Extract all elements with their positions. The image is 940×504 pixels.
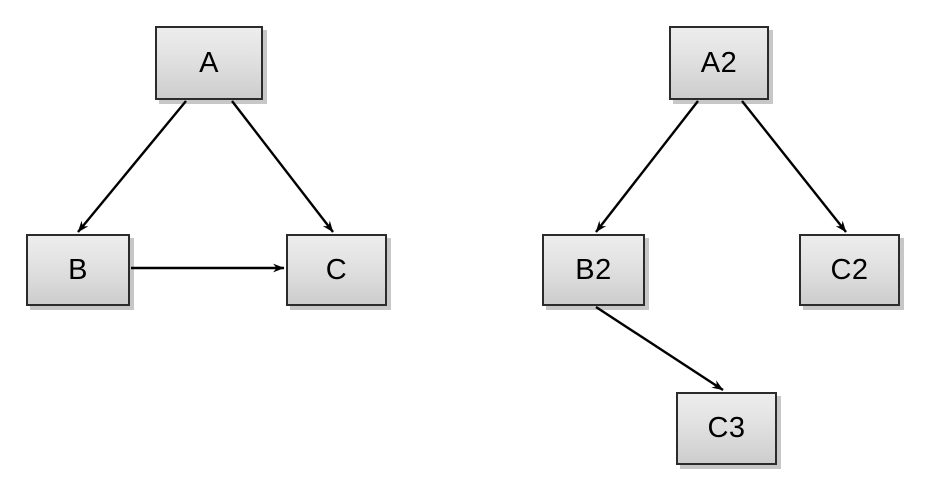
node-c2[interactable]: C2 — [799, 234, 900, 306]
node-label-c2: C2 — [830, 253, 869, 286]
node-a2[interactable]: A2 — [669, 26, 769, 100]
edge-b2-to-c3[interactable] — [595, 305, 724, 392]
node-b[interactable]: B — [26, 234, 130, 306]
node-c3[interactable]: C3 — [676, 392, 777, 465]
node-label-a2: A2 — [700, 46, 738, 79]
edge-a2-to-c2[interactable] — [741, 100, 847, 233]
node-label-c3: C3 — [707, 412, 746, 444]
node-a[interactable]: A — [155, 26, 263, 100]
edge-a2-to-b2[interactable] — [595, 100, 699, 233]
edge-a-to-b[interactable] — [77, 100, 187, 233]
node-label-c: C — [325, 253, 348, 286]
node-label-b2: B2 — [575, 253, 612, 286]
graph-left-edges — [77, 100, 334, 273]
node-b2[interactable]: B2 — [542, 234, 645, 306]
edge-a-to-c[interactable] — [231, 100, 334, 233]
edges-group — [77, 100, 847, 392]
node-label-b: B — [68, 253, 88, 286]
graph-right-edges — [595, 100, 847, 392]
node-c[interactable]: C — [286, 234, 387, 306]
node-label-a: A — [199, 46, 219, 79]
